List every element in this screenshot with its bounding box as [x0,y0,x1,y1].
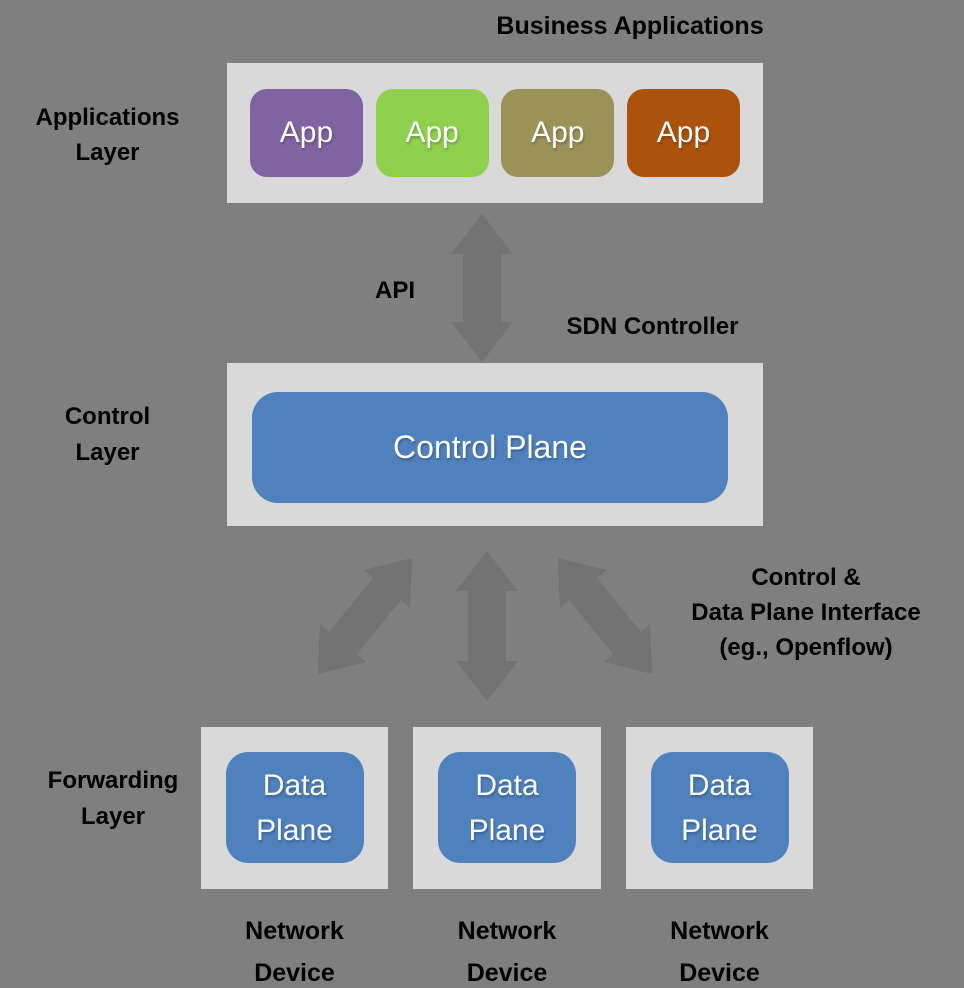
control-plane-box: Control Plane [252,392,728,503]
cdpi-label-line: (eg., Openflow) [719,634,893,661]
app-label: App [279,116,334,149]
app-label: App [405,116,459,149]
data-plane-label-line: Data [687,768,752,802]
network-device-label-line: Device [466,959,548,987]
app-box: App [375,89,489,177]
forwarding-layer-label-line: Forwarding [47,767,179,794]
forwarding-layer-label: Forwarding Layer [2,763,224,835]
network-device-label: Network Device [413,910,601,988]
business-applications-title: Business Applications [496,12,764,40]
app-label: App [531,116,585,149]
applications-layer-label: Applications Layer [0,100,215,170]
network-device-label-line: Device [254,959,335,987]
forwarding-panel: Data Plane [201,727,388,889]
control-layer-label-line: Control [64,403,151,430]
cdpi-label-line: Control & [751,564,861,591]
control-layer-label: Control Layer [0,399,215,471]
network-device-label-line: Network [457,917,557,945]
control-data-arrow-right-icon [558,558,652,674]
control-data-plane-interface-label: Control & Data Plane Interface (eg., Ope… [645,560,964,665]
network-device-label-line: Network [670,917,769,945]
network-device-label: Network Device [201,910,388,988]
api-label: API [374,277,415,304]
control-layer-label-line: Layer [75,439,140,466]
app-box: App [250,89,363,177]
app-box: App [626,89,740,177]
data-plane-label-line: Plane [681,813,758,847]
applications-layer-label-line: Layer [75,139,140,166]
data-plane-label-line: Plane [468,813,546,847]
app-box: App [501,89,615,177]
forwarding-layer-label-line: Layer [80,803,146,830]
control-plane-label: Control Plane [393,429,587,465]
control-data-arrow-middle-icon [456,551,518,701]
data-plane-label-line: Data [475,768,539,802]
control-panel: Control Plane [227,363,763,526]
data-plane-box: Data Plane [225,752,364,863]
applications-layer-label-line: Applications [35,104,180,131]
api-arrow-icon [451,214,513,362]
forwarding-panel: Data Plane [413,727,601,889]
network-device-label: Network Device [626,910,813,988]
control-data-arrow-left-icon [318,558,412,674]
cdpi-label-line: Data Plane Interface [691,599,921,626]
applications-panel: App App App App [227,63,763,203]
data-plane-box: Data Plane [650,752,789,863]
sdn-controller-label: SDN Controller [566,313,739,340]
data-plane-label-line: Data [262,768,327,802]
network-device-label-line: Device [679,959,760,987]
data-plane-label-line: Plane [256,813,333,847]
data-plane-box: Data Plane [438,752,576,863]
forwarding-panel: Data Plane [626,727,813,889]
app-label: App [656,116,711,149]
network-device-label-line: Network [245,917,344,945]
